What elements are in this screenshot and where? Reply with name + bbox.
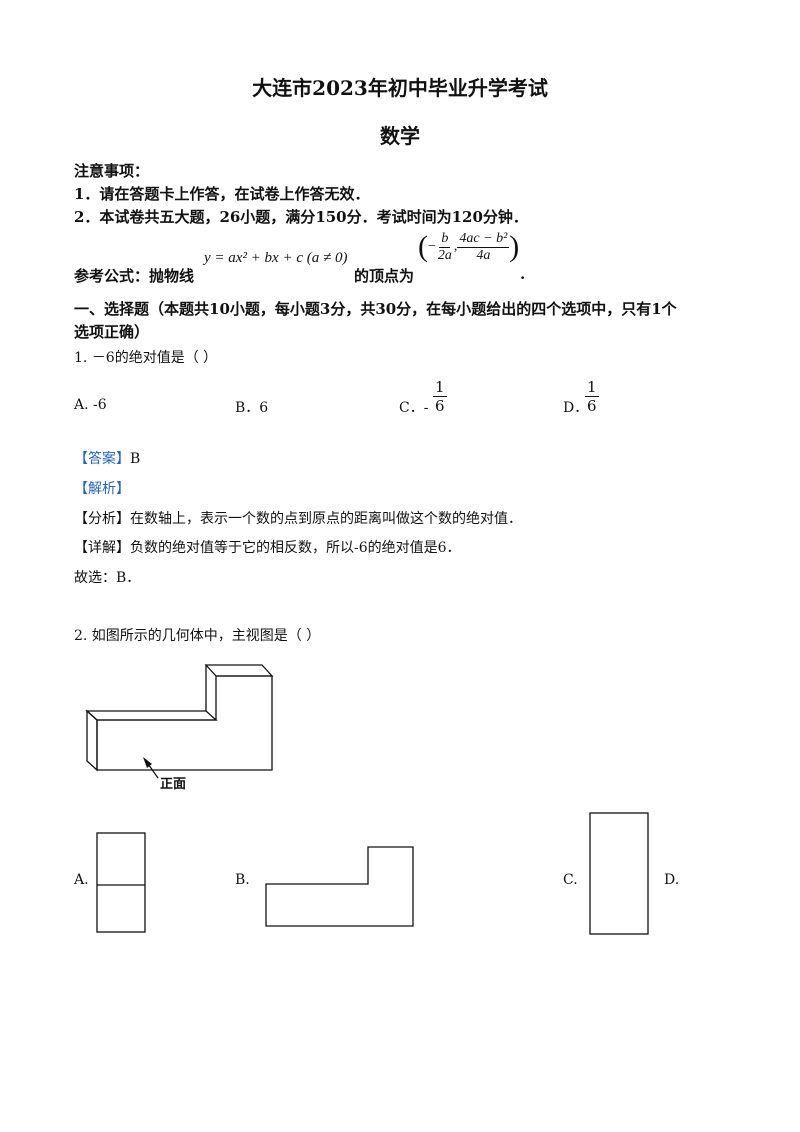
q1-conclusion: 故选：B． — [74, 570, 141, 586]
fraction-numerator: 1 — [585, 378, 599, 397]
fraction-numerator: 1 — [433, 378, 447, 397]
parabola-equation: y = ax² + bx + c (a ≠ 0) — [204, 250, 348, 266]
q1-option-d: D． — [563, 400, 589, 416]
section-heading-line2: 选项正确） — [74, 323, 150, 341]
xiangjie-tag: 【详解】 — [74, 540, 130, 556]
option-c-figure — [589, 812, 649, 935]
notes-heading: 注意事项： — [74, 162, 150, 180]
answer-tag: 【答案】 — [74, 451, 130, 467]
q1-stem: 1. －6的绝对值是（ ） — [74, 350, 218, 366]
vertex-x-denominator: 2a — [437, 247, 452, 263]
xiangjie-text: 负数的绝对值等于它的相反数，所以-6的绝对值是6． — [130, 540, 461, 556]
q2-option-c: C. — [563, 872, 578, 888]
q2-option-a: A. — [74, 872, 89, 888]
vertex-y-numerator: 4ac − b² — [457, 230, 510, 248]
fraction-denominator: 6 — [587, 397, 597, 415]
q1-xiangjie: 【详解】负数的绝对值等于它的相反数，所以-6的绝对值是6． — [74, 537, 461, 557]
q2-stem: 2. 如图所示的几何体中，主视图是（ ） — [74, 628, 321, 644]
page-title: 大连市2023年初中毕业升学考试 — [252, 76, 548, 100]
formula-prefix: 参考公式：抛物线 — [74, 267, 195, 285]
option-b-figure — [265, 846, 414, 927]
q2-option-d: D. — [664, 872, 680, 888]
vertex-x-numerator: b — [439, 230, 451, 248]
subject-title: 数学 — [380, 124, 420, 148]
q1-option-a: A. -6 — [74, 397, 107, 413]
q1-answer: 【答案】B — [74, 448, 140, 468]
q1-fenxi: 【分析】在数轴上，表示一个数的点到原点的距离叫做这个数的绝对值． — [74, 508, 522, 528]
analysis-tag: 【解析】 — [74, 481, 130, 497]
notes-item-1: 1．请在答题卡上作答，在试卷上作答无效． — [74, 185, 370, 203]
formula-middle: 的顶点为 — [354, 267, 415, 285]
front-arrow-icon — [143, 757, 159, 779]
notes-item-2: 2．本试卷共五大题，26小题，满分150分．考试时间为120分钟． — [74, 208, 528, 226]
option-a-figure — [96, 832, 146, 933]
fenxi-text: 在数轴上，表示一个数的点到原点的距离叫做这个数的绝对值． — [130, 511, 522, 527]
vertex-y-denominator: 4a — [476, 247, 491, 263]
fenxi-tag: 【分析】 — [74, 511, 130, 527]
front-label: 正面 — [160, 777, 187, 792]
formula-suffix: . — [520, 265, 526, 283]
section-heading-line1: 一、选择题（本题共10小题，每小题3分，共30分，在每小题给出的四个选项中，只有… — [74, 300, 677, 318]
solid-left-face — [86, 709, 98, 772]
q1-option-b: B．6 — [235, 400, 269, 416]
q2-option-b: B. — [235, 872, 250, 888]
answer-value: B — [130, 451, 141, 467]
fraction-denominator: 6 — [435, 397, 445, 415]
solid-top-face-upper — [204, 664, 274, 677]
q1-option-c: C．- — [399, 400, 429, 416]
